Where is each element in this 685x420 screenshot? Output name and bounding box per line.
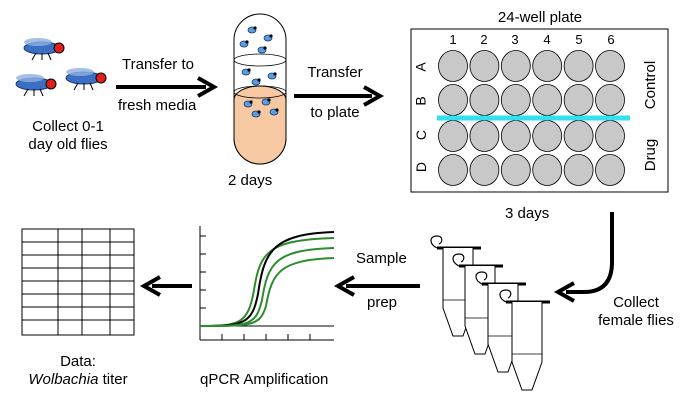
well-plate-icon <box>410 28 669 193</box>
well <box>469 84 500 116</box>
column-header: 5 <box>575 32 583 47</box>
vial-duration-label: 2 days <box>228 172 273 189</box>
well <box>532 120 563 152</box>
well <box>595 120 625 152</box>
well <box>595 154 625 186</box>
arrow-icon <box>333 275 420 297</box>
well <box>500 50 531 82</box>
collect-flies-label: Collect 0-1 day old flies <box>18 118 118 154</box>
well <box>438 84 468 116</box>
group-label-drug: Drug <box>642 138 659 172</box>
row-header: D <box>413 161 430 173</box>
data-label-line1: Data: <box>60 353 96 370</box>
well-grid <box>438 50 625 186</box>
collect-line2: day old flies <box>28 136 108 153</box>
well <box>563 120 594 152</box>
collect-female-line2: female flies <box>598 312 674 329</box>
vial-icon <box>233 13 287 165</box>
row-header: C <box>413 129 430 141</box>
arrow-icon <box>116 76 219 98</box>
sample-prep-label-1: Sample <box>356 250 407 267</box>
column-header: 6 <box>607 32 615 47</box>
data-label: Data: Wolbachia titer <box>22 353 134 389</box>
transfer-plate-label-1: Transfer <box>307 64 363 81</box>
row-header: B <box>412 96 429 106</box>
collect-female-label: Collect female flies <box>588 294 684 330</box>
data-label-organism: Wolbachia <box>28 371 99 388</box>
row-header: A <box>412 62 429 72</box>
well <box>500 84 531 116</box>
transfer-media-label-2: fresh media <box>118 97 197 114</box>
column-header: 1 <box>449 32 457 47</box>
collect-line1: Collect 0-1 <box>32 118 104 135</box>
well <box>595 84 625 116</box>
group-label-control: Control <box>642 60 659 110</box>
well <box>563 154 594 186</box>
fly-icon <box>15 73 57 97</box>
well <box>532 84 563 116</box>
well <box>500 120 531 152</box>
data-label-line2: Wolbachia titer <box>22 371 134 389</box>
well <box>532 154 563 186</box>
well <box>563 50 594 82</box>
arrow-icon <box>139 275 192 297</box>
well <box>500 154 531 186</box>
arrow-icon <box>294 85 385 107</box>
plate-column-headers: 1 2 3 4 5 6 <box>438 31 628 47</box>
well <box>469 120 500 152</box>
well <box>469 50 500 82</box>
column-header: 4 <box>543 32 551 47</box>
plate-title: 24-well plate <box>497 9 583 26</box>
plate-duration-label: 3 days <box>505 205 550 222</box>
qpcr-chart-icon <box>199 226 335 341</box>
data-label-suffix: titer <box>98 371 128 388</box>
well <box>438 50 468 82</box>
sample-prep-label-2: prep <box>367 294 398 311</box>
data-table-icon <box>21 228 135 336</box>
collect-female-line1: Collect <box>613 294 659 311</box>
fly-icon <box>65 67 107 91</box>
transfer-media-label-1: Transfer to <box>122 56 194 73</box>
column-header: 2 <box>480 32 488 47</box>
qpcr-label: qPCR Amplification <box>200 371 329 388</box>
well <box>532 50 563 82</box>
well <box>438 120 468 152</box>
well <box>563 84 594 116</box>
column-header: 3 <box>511 32 519 47</box>
transfer-plate-label-2: to plate <box>310 104 360 121</box>
arrow-icon <box>553 212 614 303</box>
well <box>438 154 468 186</box>
well <box>595 50 625 82</box>
fly-icon <box>23 37 65 61</box>
well <box>469 154 500 186</box>
